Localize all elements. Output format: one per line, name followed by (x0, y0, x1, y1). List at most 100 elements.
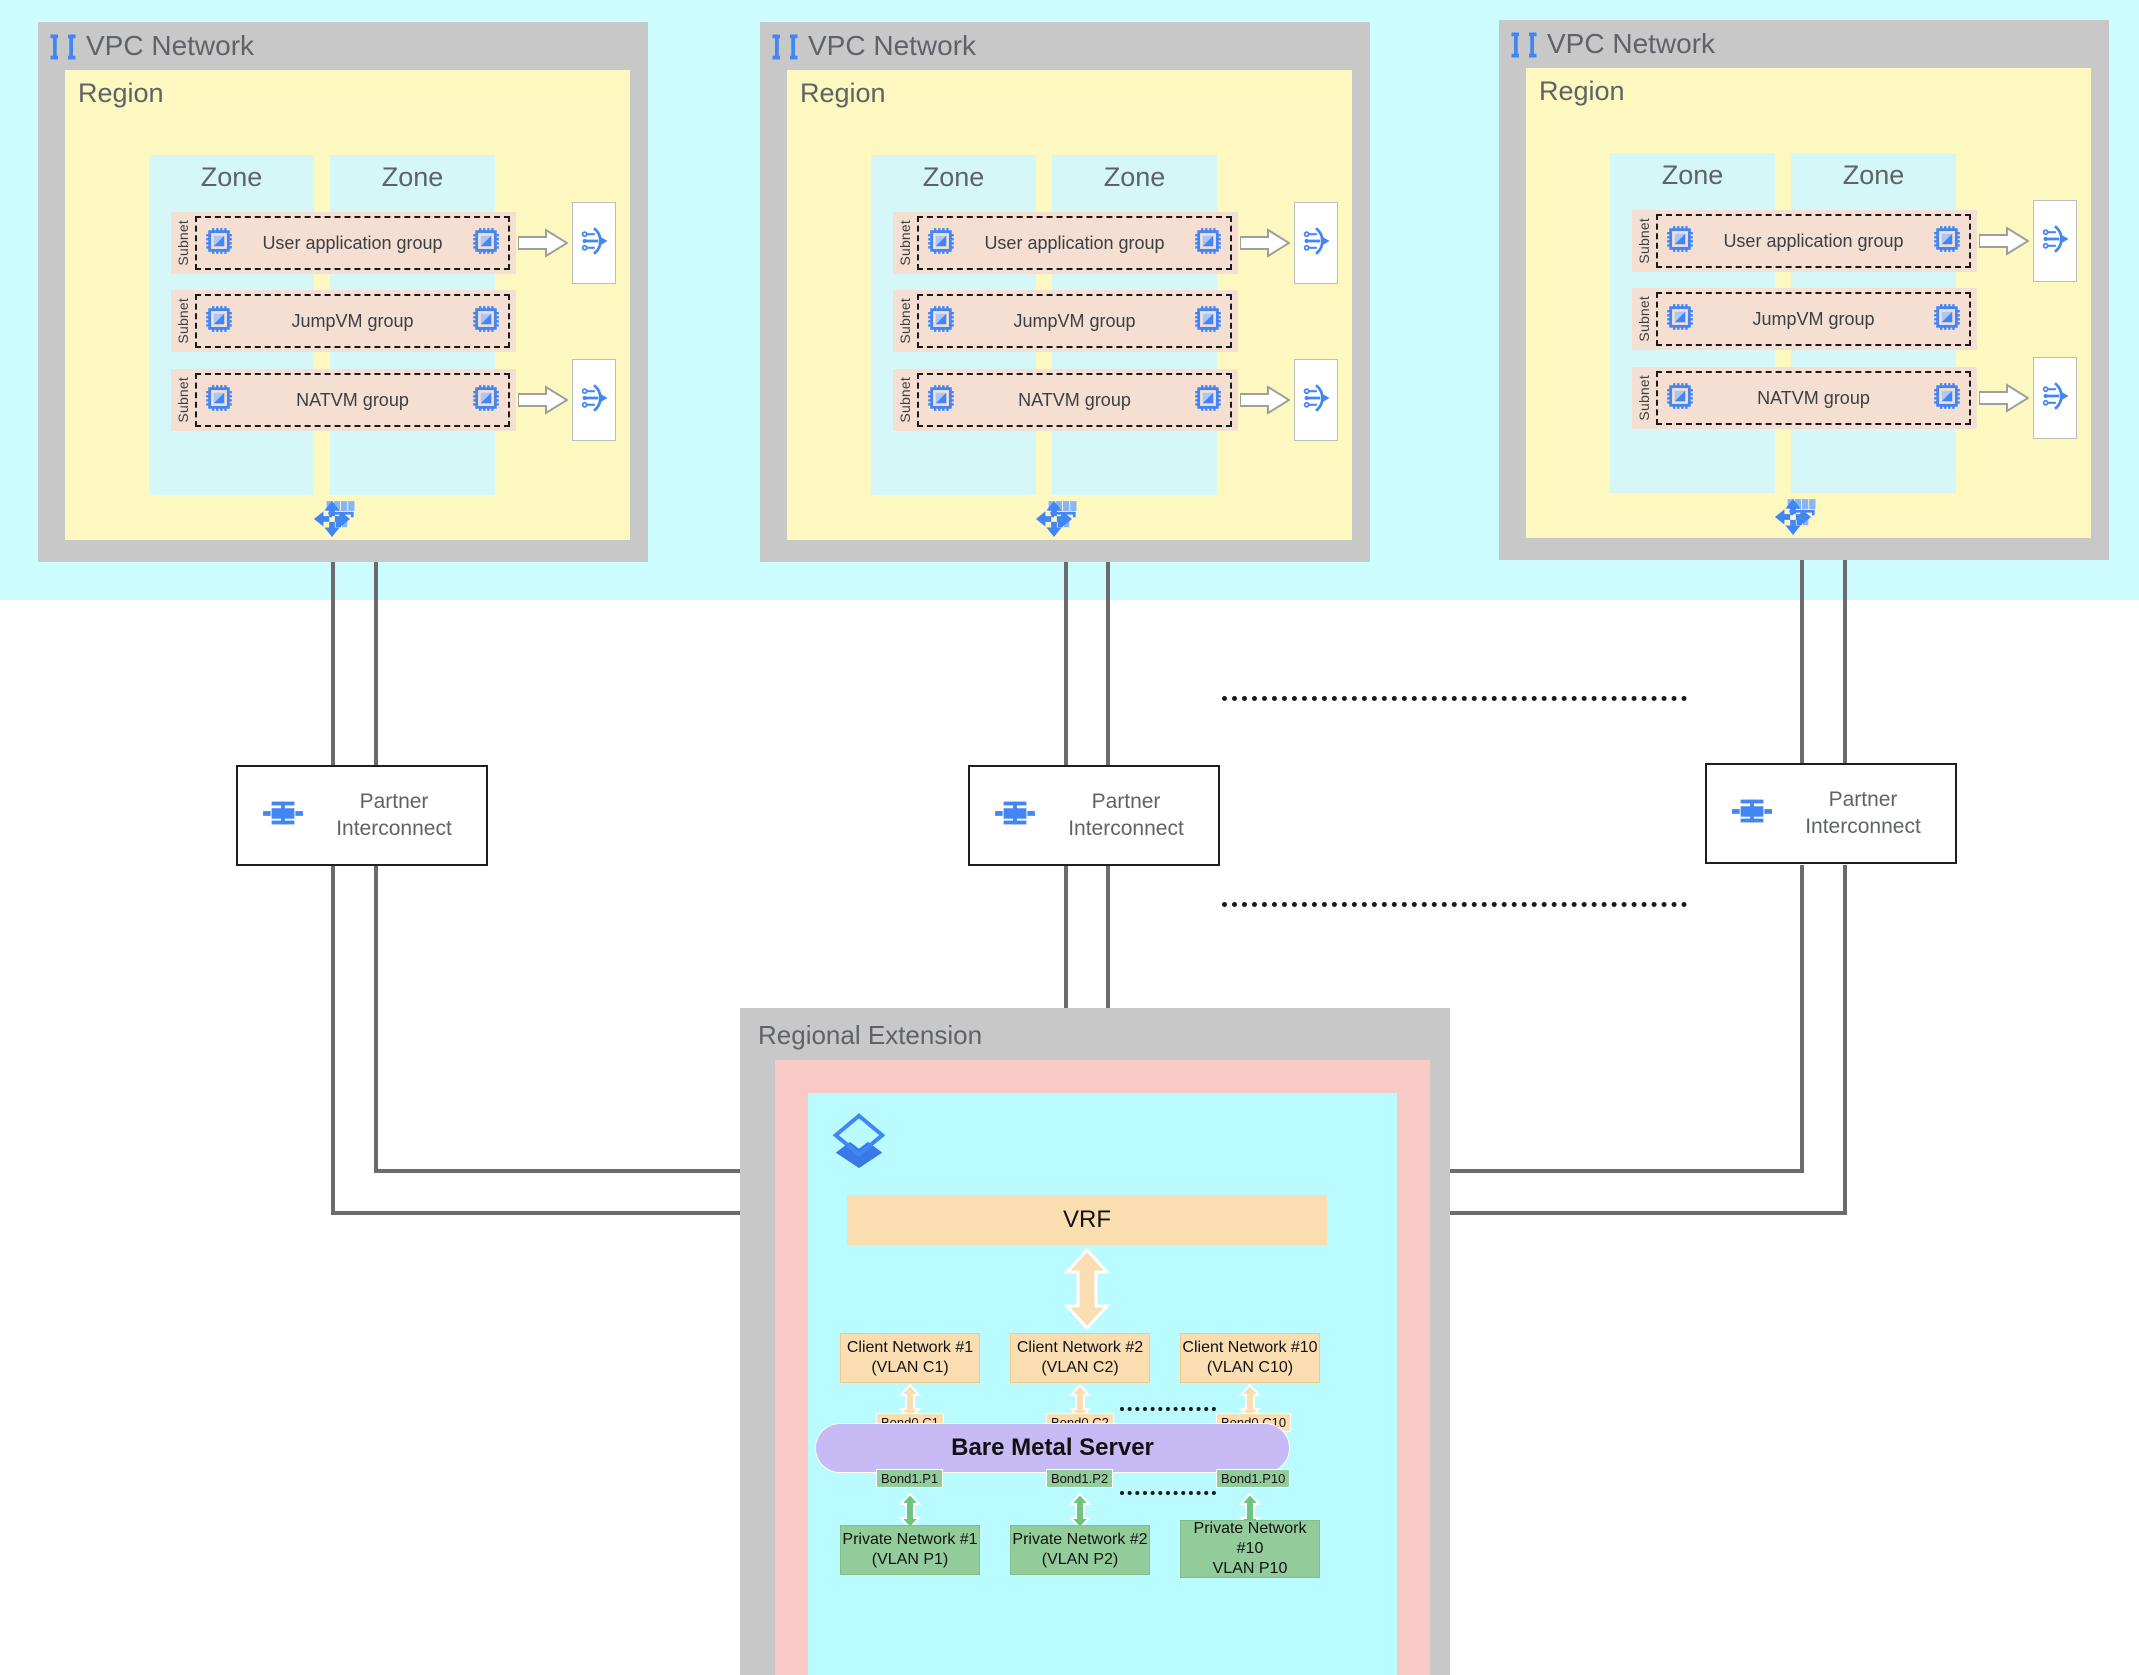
instance-group-label: User application group (262, 232, 443, 253)
private-network-1[interactable]: Private Network #1(VLAN P1) (840, 1525, 980, 1575)
zone-label-2: Zone (1842, 160, 1905, 190)
instance-group-1[interactable]: User application group (917, 216, 1232, 270)
subnet-band-3: Subnet NATVM group (1632, 367, 1977, 429)
instance-group-1[interactable]: User application group (1656, 214, 1971, 268)
group-to-nat-arrow-3 (1978, 383, 2030, 418)
zone-label-2: Zone (381, 162, 444, 192)
instance-group-3[interactable]: NATVM group (917, 373, 1232, 427)
subnet-label: Subnet (1636, 375, 1652, 421)
wire-pi3-vrf-b2 (1322, 1211, 1847, 1215)
group-to-nat-arrow-1 (1239, 228, 1291, 263)
cpu-icon (1194, 227, 1222, 260)
wire-vpc2-pi2-b (1106, 520, 1110, 765)
cloud-router-icon[interactable] (313, 500, 351, 543)
interconnect-icon (1729, 792, 1775, 835)
subnet-band-2: Subnet JumpVM group (171, 290, 516, 352)
wire-vpc1-pi1-a (331, 520, 335, 765)
nat-gateway-icon (1299, 381, 1333, 420)
subnet-label: Subnet (175, 220, 191, 266)
cpu-icon (205, 305, 233, 338)
cloud-nat-gateway-3[interactable] (1294, 359, 1338, 441)
client-network-3[interactable]: Client Network #10(VLAN C10) (1180, 1333, 1320, 1383)
cpu-icon (1666, 225, 1694, 258)
region-label: Region (800, 78, 886, 108)
wire-pi3-vrf-a2 (1322, 1169, 1804, 1173)
instance-group-label: NATVM group (1018, 389, 1131, 410)
region-label: Region (78, 78, 164, 108)
instance-group-label: NATVM group (1757, 387, 1870, 408)
subnet-band-3: Subnet NATVM group (171, 369, 516, 431)
instance-group-2[interactable]: JumpVM group (1656, 292, 1971, 346)
zone-label-1: Zone (922, 162, 985, 192)
cpu-icon (472, 305, 500, 338)
vpc-network-title: VPC Network (808, 30, 977, 61)
subnet-label: Subnet (897, 377, 913, 423)
subnet-band-2: Subnet JumpVM group (1632, 288, 1977, 350)
cpu-icon (1933, 303, 1961, 336)
vpc-network-title: VPC Network (1547, 28, 1716, 59)
client-ellipsis-line (1120, 1407, 1216, 1411)
nat-gateway-icon (577, 381, 611, 420)
cloud-router-icon[interactable] (1035, 500, 1073, 543)
bare-metal-server[interactable]: Bare Metal Server (815, 1423, 1290, 1473)
cpu-icon (1933, 225, 1961, 258)
cpu-icon (205, 227, 233, 260)
cpu-icon (927, 227, 955, 260)
client-network-label: Client Network #10(VLAN C10) (1182, 1339, 1318, 1376)
vpc-network-title: VPC Network (86, 30, 255, 61)
subnet-label: Subnet (897, 220, 913, 266)
subnet-band-3: Subnet NATVM group (893, 369, 1238, 431)
cloud-nat-gateway-3[interactable] (572, 359, 616, 441)
private-network-2[interactable]: Private Network #2(VLAN P2) (1010, 1525, 1150, 1575)
client-network-label: Client Network #2(VLAN C2) (1016, 1339, 1144, 1376)
interconnect-icon (260, 794, 306, 837)
wire-pi1-vrf-a2 (331, 1211, 851, 1215)
cpu-icon (1666, 382, 1694, 415)
cloud-nat-gateway-1[interactable] (2033, 200, 2077, 282)
bond1-tag-2: Bond1.P2 (1046, 1469, 1114, 1488)
group-to-nat-arrow-1 (1978, 226, 2030, 261)
cpu-icon (1194, 384, 1222, 417)
layers-icon (828, 1110, 890, 1172)
ellipsis-line-top (1222, 696, 1687, 701)
vpc-network-icon (1509, 30, 1539, 65)
client-network-2[interactable]: Client Network #2(VLAN C2) (1010, 1333, 1150, 1383)
cloud-nat-gateway-1[interactable] (1294, 202, 1338, 284)
vpc-network-icon (48, 32, 78, 67)
cloud-nat-gateway-1[interactable] (572, 202, 616, 284)
wire-pi1-vrf-b1 (374, 865, 378, 1173)
bond1-tag-3: Bond1.P10 (1216, 1469, 1291, 1488)
wire-pi1-vrf-b2 (374, 1169, 851, 1173)
instance-group-label: JumpVM group (1752, 308, 1875, 329)
subnet-band-1: Subnet User application group (1632, 210, 1977, 272)
cloud-router-icon[interactable] (1774, 498, 1812, 541)
instance-group-1[interactable]: User application group (195, 216, 510, 270)
wire-vpc2-pi2-a (1064, 520, 1068, 765)
cpu-icon (927, 384, 955, 417)
client-network-label: Client Network #1(VLAN C1) (846, 1339, 974, 1376)
vrf-client-arrow (1063, 1247, 1111, 1331)
instance-group-2[interactable]: JumpVM group (917, 294, 1232, 348)
client-network-1[interactable]: Client Network #1(VLAN C1) (840, 1333, 980, 1383)
cpu-icon (1933, 382, 1961, 415)
vpc-network-card-1: VPC Network Region Zone Zone Subnet (38, 22, 648, 562)
cpu-icon (472, 227, 500, 260)
instance-group-3[interactable]: NATVM group (195, 373, 510, 427)
cloud-nat-gateway-3[interactable] (2033, 357, 2077, 439)
vpc-network-card-2: VPC Network Region Zone Zone Subnet (760, 22, 1370, 562)
private-ellipsis-line (1120, 1491, 1216, 1495)
nat-gateway-icon (2038, 222, 2072, 261)
vrf-box[interactable]: VRF (847, 1195, 1327, 1245)
instance-group-2[interactable]: JumpVM group (195, 294, 510, 348)
nat-gateway-icon (1299, 224, 1333, 263)
private-network-label: Private Network #1(VLAN P1) (842, 1531, 978, 1568)
instance-group-3[interactable]: NATVM group (1656, 371, 1971, 425)
subnet-label: Subnet (175, 298, 191, 344)
